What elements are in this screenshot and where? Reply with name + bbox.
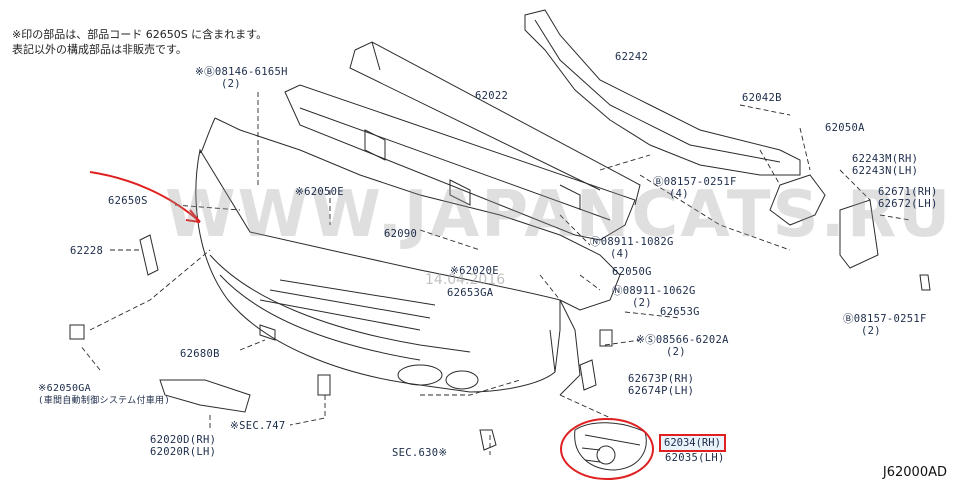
label-62228[interactable]: 62228: [70, 245, 104, 257]
label-62035[interactable]: 62035(LH): [665, 452, 725, 464]
energy-absorber: [349, 41, 641, 206]
highlight-circle: [560, 418, 654, 480]
label-62653g[interactable]: 62653G: [660, 306, 700, 318]
label-62242[interactable]: 62242: [615, 51, 649, 63]
red-arrow: [89, 171, 201, 223]
label-62020e[interactable]: ※62020E: [450, 265, 499, 277]
label-sec-747[interactable]: ※SEC.747: [230, 420, 286, 432]
label-62090[interactable]: 62090: [384, 228, 418, 240]
fog-lamp-finisher: [574, 422, 647, 471]
label-08157-0251f-a[interactable]: Ⓑ08157-0251F (4): [653, 176, 737, 200]
label-08146-6165h[interactable]: ※Ⓑ08146-6165H (2): [195, 66, 288, 90]
diagram-code: J62000AD: [882, 465, 947, 480]
label-62050e[interactable]: ※62050E: [295, 186, 344, 198]
label-62050a[interactable]: 62050A: [825, 122, 865, 134]
label-62680b[interactable]: 62680B: [180, 348, 220, 360]
label-62034-highlighted[interactable]: 62034(RH): [659, 434, 726, 452]
label-62020d[interactable]: 62020D(RH) 62020R(LH): [150, 434, 217, 458]
note-line-1: ※印の部品は、部品コード 62650S に含まれます。: [12, 28, 268, 41]
label-62671[interactable]: 62671(RH) 62672(LH): [878, 186, 938, 210]
bracket: [769, 174, 826, 226]
label-08911-1062g[interactable]: Ⓝ08911-1062G (2): [612, 285, 696, 309]
label-08911-1082g[interactable]: Ⓝ08911-1082G (4): [590, 236, 674, 260]
label-62050g[interactable]: 62050G: [612, 266, 652, 278]
date-stamp: 14.04.2016: [425, 272, 506, 288]
reinforcement-beam: [284, 84, 636, 241]
label-62653ga[interactable]: 62653GA: [447, 287, 494, 299]
label-sec-630[interactable]: SEC.630※: [392, 447, 448, 459]
label-62042b[interactable]: 62042B: [742, 92, 782, 104]
note-line-2: 表記以外の構成部品は非販売です。: [12, 43, 187, 56]
upper-support: [524, 9, 801, 176]
label-62650s[interactable]: 62650S: [108, 195, 148, 207]
label-62243[interactable]: 62243M(RH) 62243N(LH): [852, 153, 919, 177]
lower-grille: [159, 379, 251, 413]
label-62050ga[interactable]: ※62050GA (車間自動制御システム付車用): [38, 383, 171, 406]
watermark: WWW.JAPANCATS.RU: [165, 178, 953, 252]
label-08157-0251f-b[interactable]: Ⓑ08157-0251F (2): [843, 313, 927, 337]
label-62673p[interactable]: 62673P(RH) 62674P(LH): [628, 373, 695, 397]
label-62022[interactable]: 62022: [475, 90, 509, 102]
label-08566-6202a[interactable]: ※Ⓢ08566-6202A (2): [636, 334, 729, 358]
